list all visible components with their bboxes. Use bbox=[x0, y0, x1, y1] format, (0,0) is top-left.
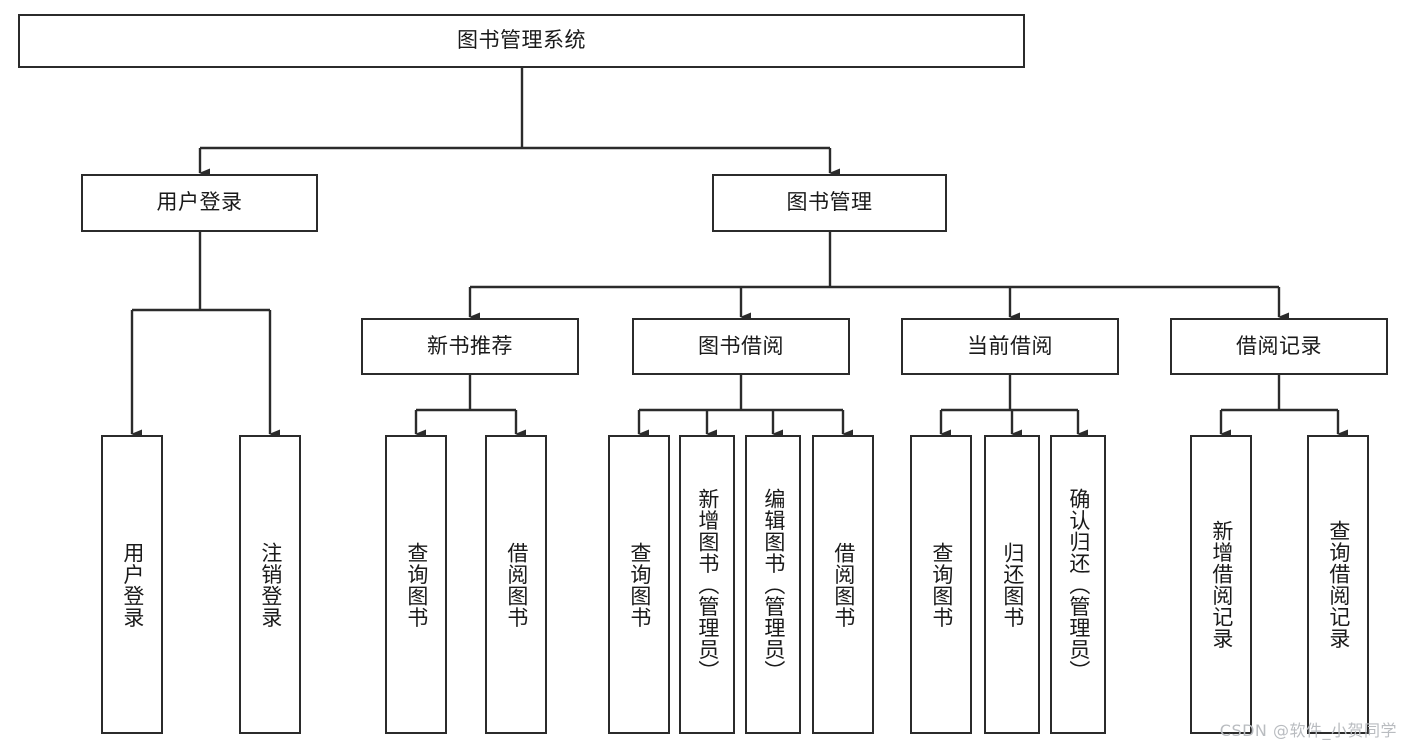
node-label-new-book-rec: 新书推荐 bbox=[427, 333, 513, 358]
node-leaf-edit-book[interactable]: 编辑图书（管理员） bbox=[745, 435, 801, 734]
node-label-book-manage: 图书管理 bbox=[786, 190, 873, 215]
node-user-login[interactable]: 用户登录 bbox=[81, 174, 318, 232]
node-label-leaf-query-book-3: 查询图书 bbox=[929, 541, 954, 628]
node-leaf-query-record[interactable]: 查询借阅记录 bbox=[1307, 435, 1369, 734]
node-label-leaf-return-book: 归还图书 bbox=[1000, 541, 1025, 628]
node-leaf-add-book[interactable]: 新增图书（管理员） bbox=[679, 435, 735, 734]
node-root[interactable]: 图书管理系统 bbox=[18, 14, 1025, 68]
node-label-leaf-add-book: 新增图书（管理员） bbox=[695, 487, 720, 682]
node-label-leaf-query-book-1: 查询图书 bbox=[404, 541, 429, 628]
node-label-user-login: 用户登录 bbox=[156, 190, 243, 215]
node-label-book-borrow: 图书借阅 bbox=[698, 333, 784, 358]
node-leaf-user-login[interactable]: 用户登录 bbox=[101, 435, 163, 734]
node-book-borrow[interactable]: 图书借阅 bbox=[632, 318, 850, 375]
node-label-current-borrow: 当前借阅 bbox=[967, 333, 1053, 358]
node-leaf-borrow-book-2[interactable]: 借阅图书 bbox=[812, 435, 874, 734]
node-label-leaf-confirm-return: 确认归还（管理员） bbox=[1066, 487, 1091, 682]
node-leaf-query-book-1[interactable]: 查询图书 bbox=[385, 435, 447, 734]
node-leaf-borrow-book-1[interactable]: 借阅图书 bbox=[485, 435, 547, 734]
node-label-root: 图书管理系统 bbox=[457, 28, 586, 53]
csdn-watermark: CSDN @软件_小贺同学 bbox=[1219, 721, 1397, 740]
node-borrow-record[interactable]: 借阅记录 bbox=[1170, 318, 1388, 375]
node-leaf-confirm-return[interactable]: 确认归还（管理员） bbox=[1050, 435, 1106, 734]
node-new-book-rec[interactable]: 新书推荐 bbox=[361, 318, 579, 375]
node-label-leaf-borrow-book-1: 借阅图书 bbox=[504, 541, 529, 628]
node-label-leaf-user-login: 用户登录 bbox=[120, 541, 145, 628]
node-label-leaf-edit-book: 编辑图书（管理员） bbox=[761, 487, 786, 682]
node-label-leaf-user-logout: 注销登录 bbox=[258, 541, 283, 628]
node-leaf-query-book-2[interactable]: 查询图书 bbox=[608, 435, 670, 734]
node-label-leaf-query-record: 查询借阅记录 bbox=[1326, 520, 1351, 649]
node-current-borrow[interactable]: 当前借阅 bbox=[901, 318, 1119, 375]
node-leaf-query-book-3[interactable]: 查询图书 bbox=[910, 435, 972, 734]
node-leaf-return-book[interactable]: 归还图书 bbox=[984, 435, 1040, 734]
node-label-leaf-query-book-2: 查询图书 bbox=[627, 541, 652, 628]
node-leaf-add-record[interactable]: 新增借阅记录 bbox=[1190, 435, 1252, 734]
node-leaf-user-logout[interactable]: 注销登录 bbox=[239, 435, 301, 734]
node-label-borrow-record: 借阅记录 bbox=[1236, 333, 1322, 358]
node-book-manage[interactable]: 图书管理 bbox=[712, 174, 947, 232]
node-label-leaf-borrow-book-2: 借阅图书 bbox=[831, 541, 856, 628]
node-label-leaf-add-record: 新增借阅记录 bbox=[1209, 520, 1234, 649]
